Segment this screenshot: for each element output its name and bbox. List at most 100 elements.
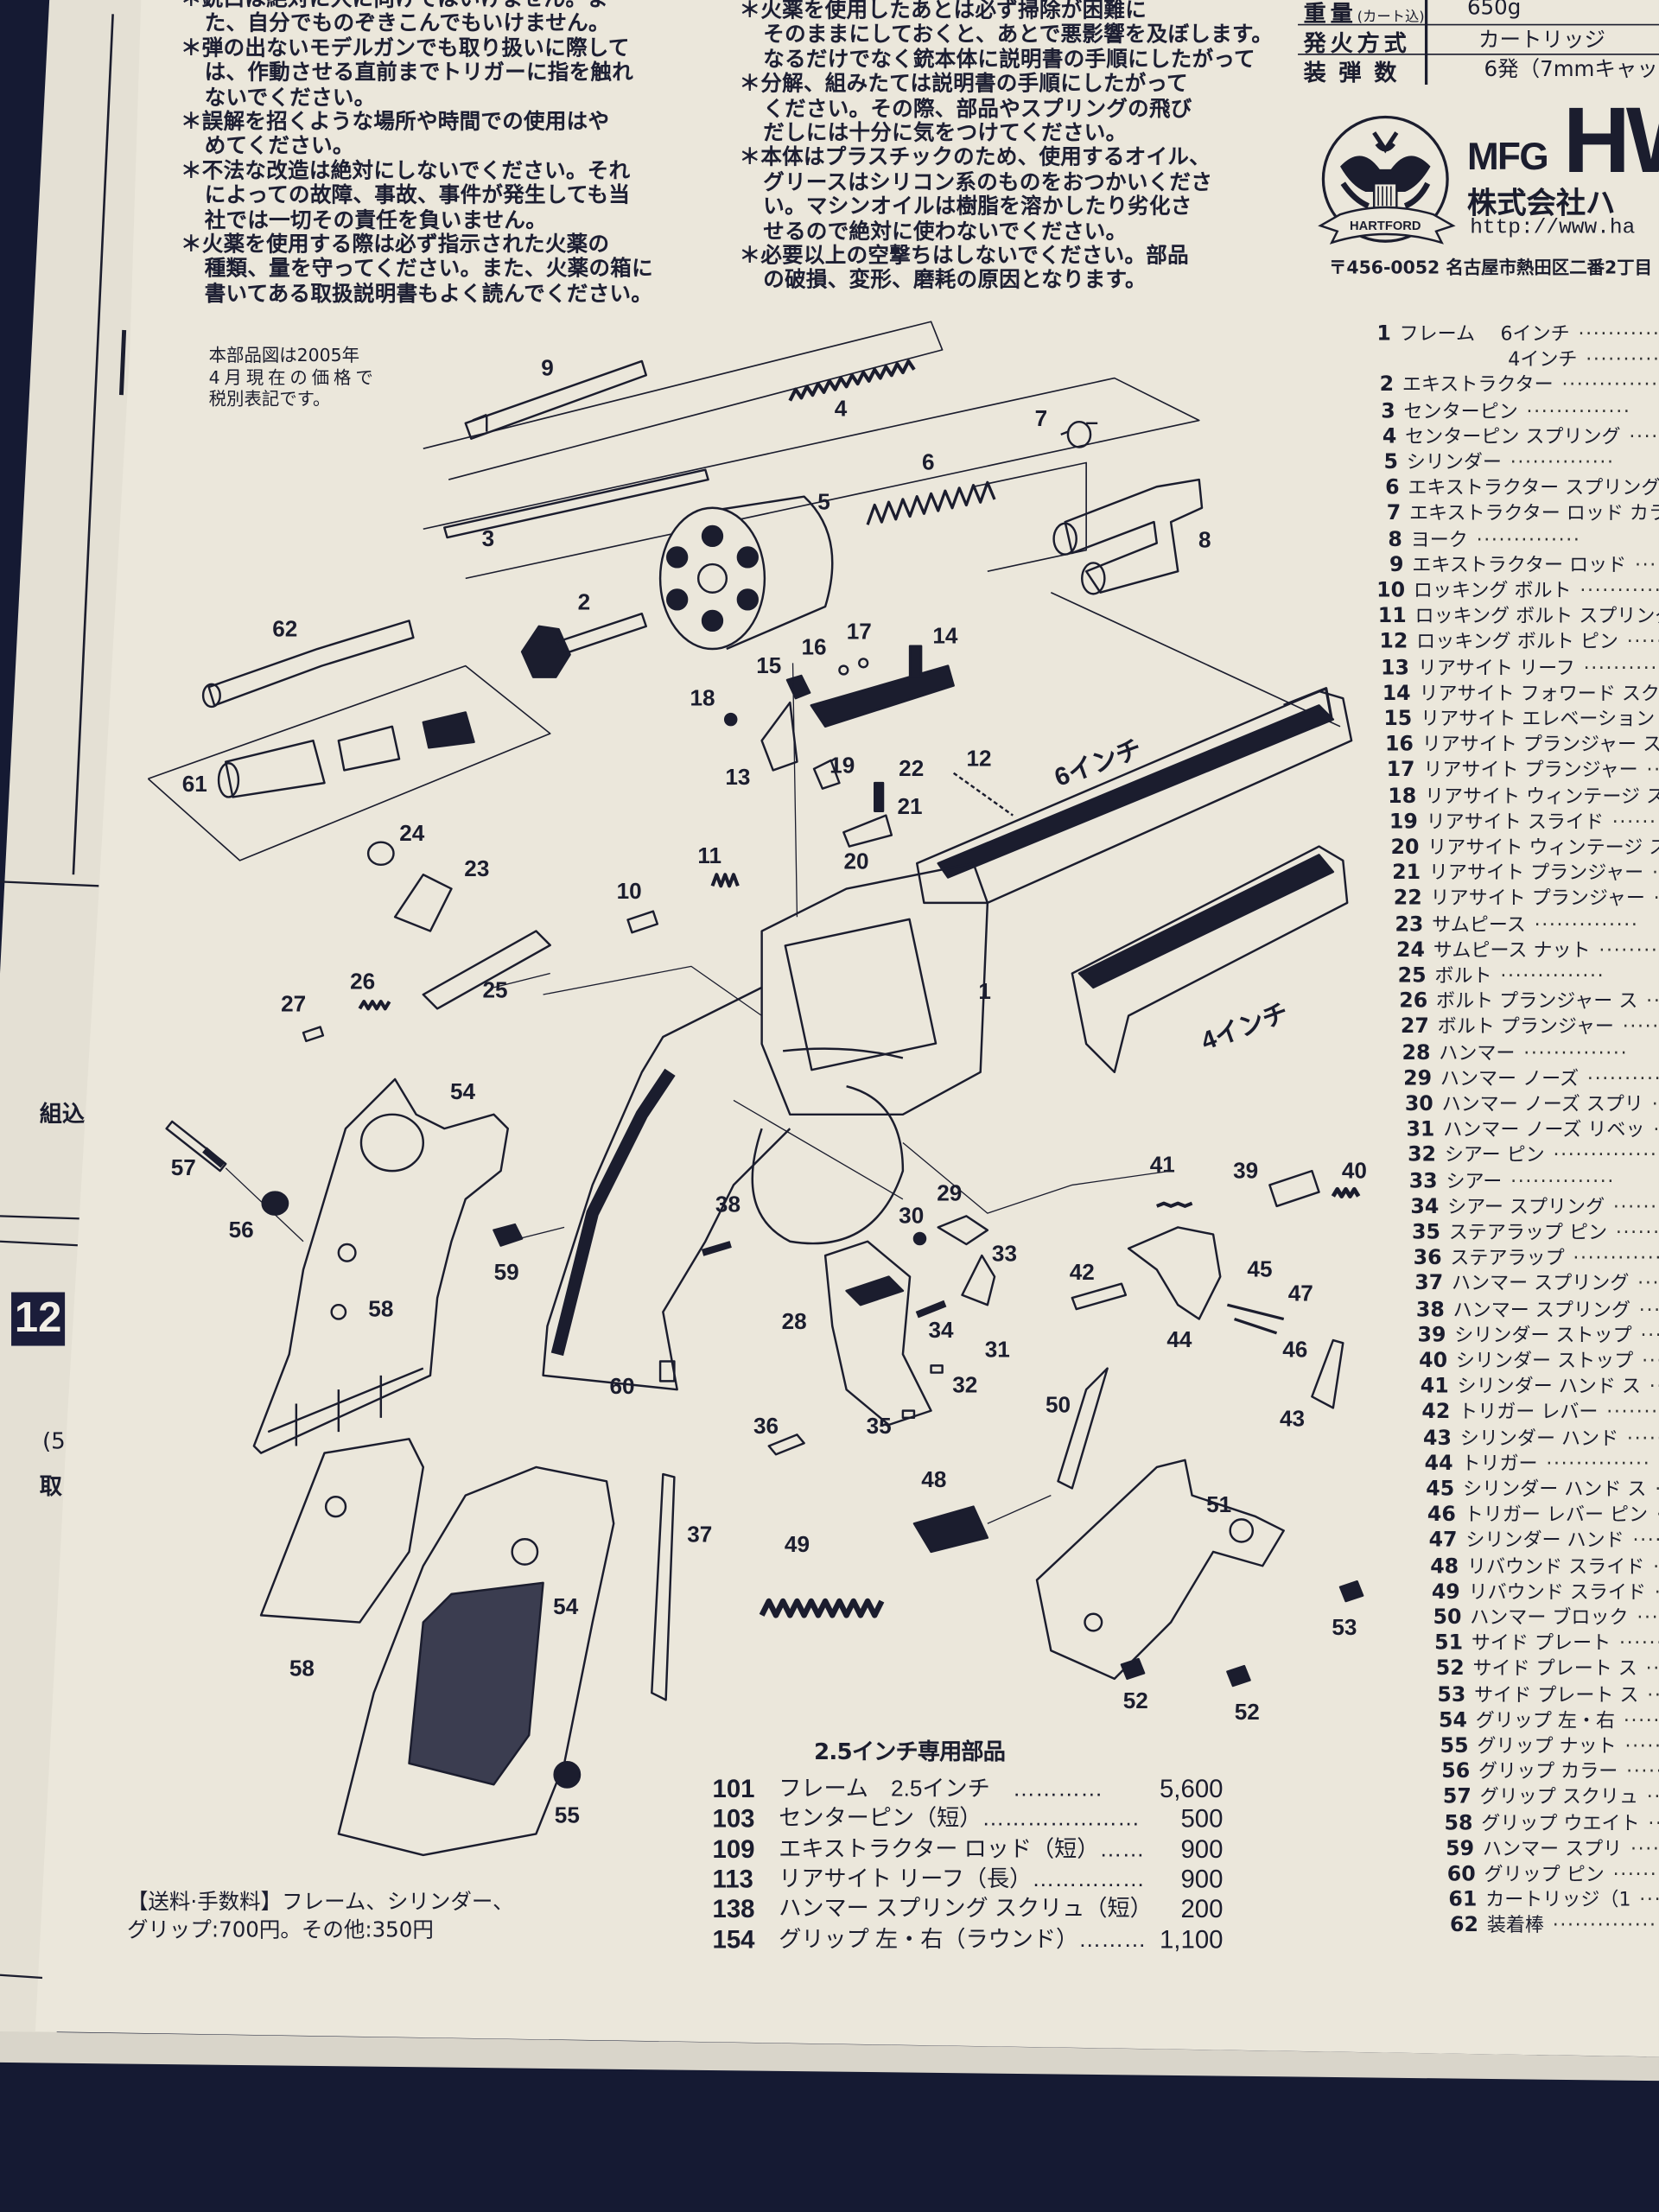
part-callout: 1 bbox=[978, 980, 991, 1005]
part-number: 138 bbox=[712, 1894, 755, 1923]
warning-line: そのままにしておくと、あとで悪影響を及ぼします。 bbox=[763, 22, 1274, 48]
part-callout: 58 bbox=[289, 1657, 315, 1682]
part-callout: 36 bbox=[753, 1414, 779, 1440]
part-callout: 40 bbox=[1341, 1160, 1367, 1184]
hartford-eagle-logo: HARTFORD bbox=[1318, 115, 1456, 245]
part-price: 200 bbox=[1180, 1894, 1224, 1923]
part-callout: 27 bbox=[281, 993, 307, 1018]
part-callout: 17 bbox=[846, 620, 872, 645]
company-address: 〒456-0052 名古屋市熱田区二番2丁目 bbox=[1328, 257, 1653, 278]
part-callout: 11 bbox=[697, 844, 722, 869]
warning-line: ＊本体はプラスチックのため、使用するオイル、 bbox=[739, 144, 1211, 170]
part-callout: 24 bbox=[399, 822, 425, 847]
part-callout: 62 bbox=[272, 618, 298, 642]
spec-row: 装弾数 6発（7mmキャッ bbox=[1303, 56, 1658, 86]
underlying-label: 組込 bbox=[39, 1100, 85, 1128]
part-callout: 19 bbox=[830, 754, 855, 779]
underlying-page bbox=[0, 0, 156, 2039]
part-callout: 37 bbox=[687, 1523, 713, 1548]
part-callout: 46 bbox=[1282, 1338, 1308, 1363]
warning-line: 社では一切その責任を負いません。 bbox=[204, 207, 548, 232]
part-callout: 12 bbox=[966, 747, 992, 772]
part-number: 109 bbox=[712, 1834, 755, 1864]
part-callout: 31 bbox=[984, 1338, 1010, 1363]
price-note: 本部品図は2005年 4月現在の価格で 税別表記です。 bbox=[208, 344, 378, 410]
company-name: 株式会社ハ bbox=[1466, 186, 1616, 220]
part-callout: 60 bbox=[609, 1375, 635, 1400]
part-callout: 3 bbox=[481, 527, 495, 552]
part-callout: 38 bbox=[715, 1193, 741, 1217]
part-callout: 2 bbox=[577, 591, 591, 615]
part-number: 154 bbox=[712, 1924, 755, 1954]
warning-line: せるので絶対に使わないでください。 bbox=[763, 218, 1128, 244]
parts-2-5-row: 138 ハンマー スプリング スクリュ（短） 200 bbox=[712, 1895, 1223, 1924]
part-callout: 28 bbox=[781, 1310, 807, 1335]
part-callout: 55 bbox=[554, 1804, 580, 1828]
safety-warnings-left: ＊銃口は絶対に人に向けてはいけません。また、自分でものぞきこんでもいけません。＊… bbox=[181, 0, 653, 306]
underlying-label: 取 bbox=[39, 1472, 62, 1500]
part-price: 1,100 bbox=[1159, 1924, 1224, 1954]
spec-row: 発火方式 カートリッジ bbox=[1298, 24, 1659, 56]
part-callout: 33 bbox=[991, 1243, 1017, 1268]
part-callout: 54 bbox=[449, 1080, 476, 1105]
part-callout: 34 bbox=[928, 1319, 954, 1344]
part-callout: 23 bbox=[464, 857, 490, 882]
part-callout: 52 bbox=[1122, 1689, 1148, 1714]
part-callout: 56 bbox=[228, 1218, 254, 1243]
warning-line: ないでください。 bbox=[204, 84, 376, 110]
part-callout: 42 bbox=[1069, 1261, 1095, 1286]
warning-line: ください。その際、部品やスプリングの飛び bbox=[763, 95, 1192, 121]
part-callout: 47 bbox=[1287, 1282, 1313, 1306]
part-callout: 44 bbox=[1166, 1328, 1192, 1353]
part-callout: 52 bbox=[1234, 1700, 1260, 1726]
warning-line: ＊弾の出ないモデルガンでも取り扱いに際して bbox=[180, 35, 630, 60]
company-url[interactable]: http://www.ha bbox=[1470, 215, 1636, 240]
warning-line: なるだけでなく銃本体に説明書の手順にしたがって bbox=[763, 46, 1255, 72]
part-callout: 53 bbox=[1332, 1617, 1357, 1641]
brand-hw: HW bbox=[1562, 87, 1659, 193]
warning-line: た、自分でものぞきこんでもいけません。 bbox=[204, 10, 610, 36]
warning-line: 書いてある取扱説明書もよく読んでください。 bbox=[204, 280, 653, 306]
part-callout: 32 bbox=[952, 1374, 978, 1398]
part-callout: 57 bbox=[170, 1156, 196, 1181]
part-callout: 41 bbox=[1149, 1154, 1175, 1179]
shipping-note: 【送料·手数料】フレーム、シリンダー、 グリップ:700円。その他:350円 bbox=[126, 1889, 514, 1943]
part-callout: 26 bbox=[350, 970, 376, 995]
part-name: グリップ 左・右（ラウンド）……… bbox=[779, 1928, 1147, 1952]
brand-mfg: MFG bbox=[1466, 135, 1549, 178]
part-callout: 30 bbox=[899, 1205, 925, 1230]
parts-2-5-row: 154 グリップ 左・右（ラウンド）……… 1,100 bbox=[712, 1925, 1223, 1955]
part-callout: 6 bbox=[922, 451, 935, 476]
warning-line: によっての故障、事故、事件が発生しても当 bbox=[204, 181, 631, 208]
warning-line: は、作動させる直前までトリガーに指を触れ bbox=[204, 59, 634, 86]
warning-line: ＊分解、組みたては説明書の手順にしたがって bbox=[739, 70, 1188, 97]
safety-warnings-right: ＊火薬を使用したあとは必ず掃除が困難にそのままにしておくと、あとで悪影響を及ぼし… bbox=[740, 0, 1274, 293]
part-callout: 21 bbox=[897, 795, 923, 820]
part-name: センターピン（短）………………… bbox=[779, 1807, 1141, 1832]
part-callout: 59 bbox=[493, 1261, 519, 1286]
warning-line: い。マシンオイルは樹脂を溶かしたり劣化さ bbox=[763, 193, 1192, 219]
warning-line: ＊火薬を使用したあとは必ず掃除が困難に bbox=[739, 0, 1147, 23]
warning-line: ＊必要以上の空撃ちはしないでください。部品 bbox=[739, 242, 1189, 269]
part-callout: 10 bbox=[616, 880, 642, 905]
warning-line: ＊誤解を招くような場所や時間での使用はや bbox=[180, 108, 610, 135]
part-callout: 18 bbox=[690, 687, 715, 711]
part-price: 900 bbox=[1180, 1834, 1224, 1864]
underlying-label: (5 bbox=[41, 1427, 66, 1455]
part-callout: 22 bbox=[899, 757, 925, 782]
part-callout: 9 bbox=[541, 357, 554, 381]
part-name: ハンマー スプリング スクリュ（短） bbox=[779, 1897, 1153, 1922]
part-number: 101 bbox=[712, 1774, 755, 1803]
part-callout: 15 bbox=[756, 654, 782, 679]
part-callout: 13 bbox=[725, 766, 751, 791]
part-callout: 14 bbox=[932, 625, 958, 650]
warning-line: だしには十分に気をつけてください。 bbox=[763, 119, 1128, 146]
part-number: 103 bbox=[712, 1804, 755, 1834]
part-callout: 61 bbox=[181, 772, 207, 798]
